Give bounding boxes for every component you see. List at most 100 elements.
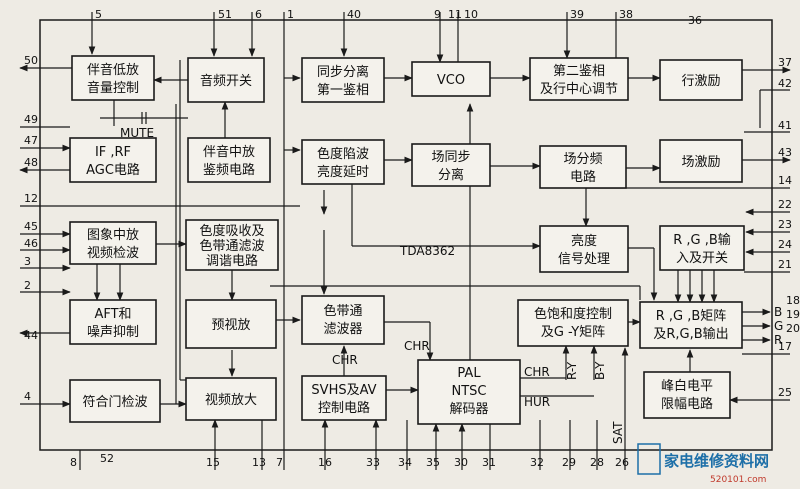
watermark-url: 520101.com <box>710 475 766 485</box>
ry-label: R-Y <box>565 361 579 380</box>
pin-23: 23 <box>778 218 792 231</box>
pin-35: 35 <box>426 456 440 469</box>
block-rgb-matrix-line1: R ,G ,B矩阵 <box>656 309 727 324</box>
watermark-logo-icon <box>637 443 661 475</box>
pin-44: 44 <box>24 329 38 342</box>
block-saturation-line2: 及G -Y矩阵 <box>541 325 605 340</box>
block-v-drive-line1: 场激励 <box>681 155 720 170</box>
out-b-label: B <box>774 305 782 319</box>
block-second-phase: 第二鉴相 及行中心调节 <box>529 57 629 101</box>
pin-39: 39 <box>570 8 584 21</box>
block-decoder-line3: 解码器 <box>449 402 488 417</box>
pin-52: 52 <box>100 452 114 465</box>
block-video-amp: 视频放大 <box>185 377 277 421</box>
block-chroma-absorb-line3: 调谐电路 <box>206 253 258 269</box>
pin-19: 19 <box>786 308 800 321</box>
pin-48: 48 <box>24 156 38 169</box>
block-video-if-line2: 视频检波 <box>87 246 139 261</box>
block-v-divider-line2: 电路 <box>570 169 596 185</box>
pin-45: 45 <box>24 220 38 233</box>
block-audio-lf: 伴音低放 音量控制 <box>71 55 155 101</box>
block-rgb-matrix-line2: 及R,G,B输出 <box>653 326 728 342</box>
right-pins: 37 42 41 43 14 22 23 24 21 18 19 20 17 2… <box>778 56 800 399</box>
block-chroma-bp: 色带通 滤波器 <box>301 295 385 345</box>
signal-wires <box>19 12 791 470</box>
pin-16: 16 <box>318 456 332 469</box>
pin-8: 8 <box>70 456 77 469</box>
watermark-title: 家电维修资料网 <box>664 452 769 470</box>
block-sync-sep: 同步分离 第一鉴相 <box>301 57 385 103</box>
block-video-amp-line1: 视频放大 <box>205 393 257 408</box>
chip-outline <box>39 19 773 451</box>
pin-1: 1 <box>287 8 294 21</box>
block-chroma-absorb-line2: 色带通滤波 <box>199 238 264 254</box>
watermark: 家电维修资料网 520101.com <box>637 443 769 485</box>
block-saturation: 色饱和度控制 及G -Y矩阵 <box>517 299 629 347</box>
pin-17: 17 <box>778 340 792 353</box>
pin-49: 49 <box>24 113 38 126</box>
pin-36: 36 <box>688 14 702 27</box>
block-coincidence-line1: 符合门检波 <box>82 394 147 410</box>
chip-label: TDA8362 <box>399 244 455 258</box>
sat-label: SAT <box>611 421 625 444</box>
pin-18: 18 <box>786 294 800 307</box>
pin-26: 26 <box>615 456 629 469</box>
block-v-divider-line1: 场分频 <box>563 152 602 167</box>
block-svhs-av-line1: SVHS及AV <box>311 383 376 398</box>
pin-7: 7 <box>276 456 283 469</box>
out-g-label: G <box>774 319 783 333</box>
block-luma-line2: 信号处理 <box>558 252 610 267</box>
block-if-agc-line1: IF ,RF <box>95 145 131 160</box>
block-luma-line1: 亮度 <box>571 233 597 249</box>
pin-31: 31 <box>482 456 496 469</box>
block-sound-if: 伴音中放 鉴频电路 <box>187 137 271 183</box>
pin-43: 43 <box>778 146 792 159</box>
block-chroma-absorb: 色度吸收及 色带通滤波 调谐电路 <box>185 219 279 271</box>
block-sound-if-line1: 伴音中放 <box>203 144 255 160</box>
block-afc-noise-line2: 噪声抑制 <box>87 325 139 340</box>
pin-2: 2 <box>24 279 31 292</box>
block-chroma-bp-line2: 滤波器 <box>323 322 362 337</box>
pin-38: 38 <box>619 8 633 21</box>
pin-4: 4 <box>24 390 31 403</box>
pin-6: 6 <box>255 8 262 21</box>
pin-13: 13 <box>252 456 266 469</box>
block-vco-line1: VCO <box>437 73 465 88</box>
block-v-sync-line2: 分离 <box>438 167 464 183</box>
block-rgb-in: R ,G ,B输 入及开关 <box>659 225 745 271</box>
block-v-sync-line1: 场同步 <box>431 150 470 165</box>
pin-5: 5 <box>95 8 102 21</box>
block-h-drive-line1: 行激励 <box>681 74 720 89</box>
mute-label: MUTE <box>120 126 154 140</box>
pin-28: 28 <box>590 456 604 469</box>
pin-42: 42 <box>778 77 792 90</box>
block-audio-switch: 音频开关 <box>187 57 265 103</box>
block-v-drive: 场激励 <box>659 139 743 183</box>
pin-51: 51 <box>218 8 232 21</box>
pin-46: 46 <box>24 237 38 250</box>
block-peak-white: 峰白电平 限幅电路 <box>643 371 731 419</box>
block-rgb-in-line1: R ,G ,B输 <box>673 232 731 248</box>
block-chroma-absorb-line1: 色度吸收及 <box>199 223 264 239</box>
block-if-agc: IF ,RF AGC电路 <box>69 137 157 183</box>
pin-21: 21 <box>778 258 792 271</box>
block-afc-noise: AFT和 噪声抑制 <box>69 299 157 345</box>
block-chroma-bp-line1: 色带通 <box>323 303 362 319</box>
block-sound-if-line2: 鉴频电路 <box>203 162 255 178</box>
block-chroma-trap: 色度陷波 亮度延时 <box>301 139 385 185</box>
pin-37: 37 <box>778 56 792 69</box>
block-pre-video: 预视放 <box>185 299 277 349</box>
block-chroma-trap-line2: 亮度延时 <box>317 164 369 180</box>
block-pre-video-line1: 预视放 <box>211 318 250 333</box>
block-sync-sep-line2: 第一鉴相 <box>317 83 369 98</box>
chr-label-bandpass: CHR <box>404 339 430 353</box>
pin-47: 47 <box>24 134 38 147</box>
block-afc-noise-line1: AFT和 <box>94 307 131 322</box>
pin-33: 33 <box>366 456 380 469</box>
block-v-divider: 场分频 电路 <box>539 145 627 189</box>
block-if-agc-line2: AGC电路 <box>86 162 140 178</box>
pin-24: 24 <box>778 238 792 251</box>
block-coincidence: 符合门检波 <box>69 379 161 423</box>
block-rgb-in-line2: 入及开关 <box>676 251 728 266</box>
